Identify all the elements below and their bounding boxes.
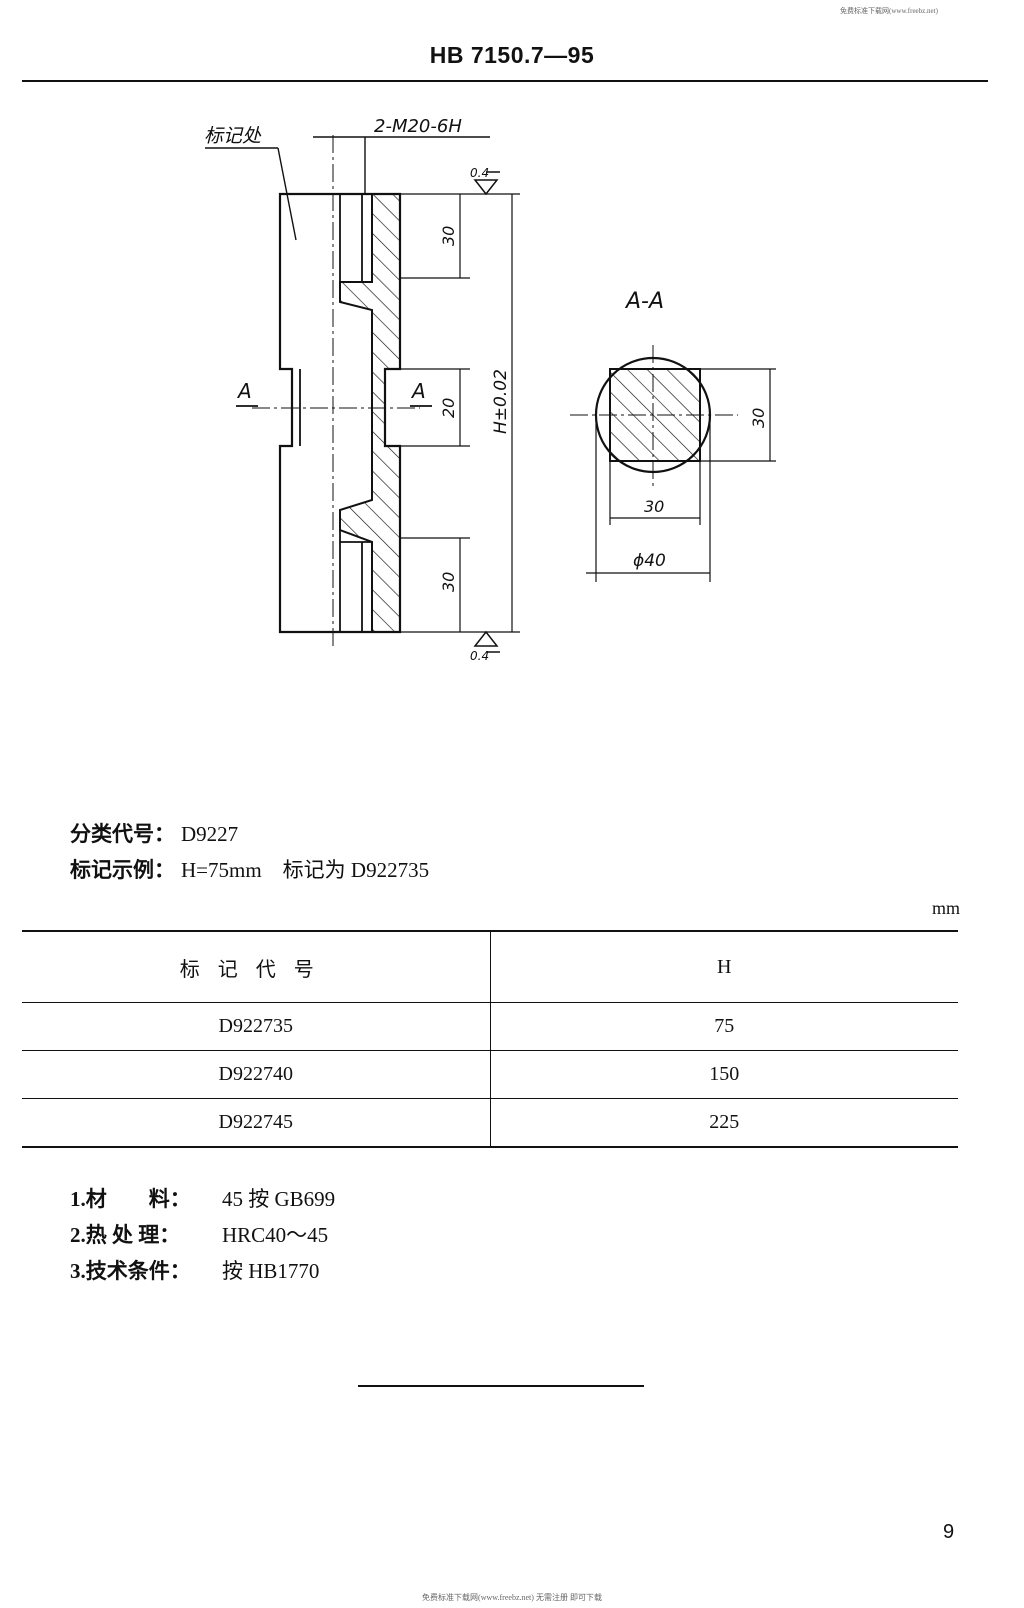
table-row: D922745 225: [22, 1098, 958, 1148]
thread-callout: 2-M20-6H: [374, 116, 462, 137]
section-dim-height: 30: [749, 408, 768, 428]
section-hatch: [339, 193, 401, 633]
marking-example-line: 标记示例：H=75mm 标记为 D922735: [70, 854, 429, 884]
dim-overall: H±0.02: [491, 369, 511, 434]
classification-label: 分类代号：: [70, 822, 175, 846]
mark-label: 标记处: [204, 125, 262, 147]
cell-code: D922740: [22, 1050, 491, 1099]
unit-label: mm: [931, 898, 960, 918]
cell-h: 75: [490, 1002, 958, 1051]
section-mark-left: A: [236, 379, 252, 403]
roughness-symbol-bottom: [473, 630, 500, 653]
technical-drawing: 标记处 2-M20-6H 0.4 0.4 30 20 30 H±0.02 A A: [204, 116, 776, 660]
threaded-bore-lines: [299, 194, 372, 632]
cell-code: D922735: [22, 1002, 491, 1051]
standard-number: HB 7150.7—95: [429, 42, 595, 68]
cell-h: 225: [490, 1098, 958, 1148]
note-value: 按 HB1770: [222, 1259, 320, 1283]
cell-h: 150: [490, 1050, 958, 1099]
table-row: D922740 150: [22, 1050, 958, 1099]
classification-line: 分类代号：D9227: [70, 818, 238, 848]
cell-code: D922745: [22, 1098, 491, 1148]
dim-neck: 20: [439, 398, 458, 418]
table-header-row: 标记代号 H: [22, 930, 958, 1003]
section-mark-right: A: [410, 379, 426, 403]
note-material: 1.材 料： 45 按 GB699: [70, 1183, 335, 1213]
watermark-top: 免费标准下载网(www.freebz.net): [840, 7, 938, 15]
end-rule: [358, 1385, 644, 1387]
note-value: HRC40～45: [222, 1223, 329, 1247]
note-heat-treatment: 2.热 处 理： HRC40～45: [70, 1219, 328, 1249]
header-rule: [22, 80, 988, 82]
centre-lines: [252, 135, 420, 648]
section-dimension-lines: [586, 368, 776, 582]
page-number: 9: [943, 1521, 955, 1543]
note-value: 45 按 GB699: [222, 1187, 336, 1211]
section-title: A-A: [624, 289, 664, 314]
roughness-symbol-top: [473, 171, 500, 196]
section-dim-width: 30: [644, 497, 664, 516]
section-square: [609, 368, 701, 462]
note-technical-conditions: 3.技术条件： 按 HB1770: [70, 1255, 319, 1285]
marking-example-value: H=75mm 标记为 D922735: [181, 858, 430, 882]
section-dim-diameter: ϕ40: [633, 551, 666, 571]
header-code: 标记代号: [22, 930, 491, 1003]
table-row: D922735 75: [22, 1002, 958, 1051]
roughness-bottom-value: 0.4: [470, 649, 489, 660]
note-label: 3.技术条件：: [70, 1259, 191, 1283]
header-h: H: [490, 930, 958, 1003]
roughness-top-value: 0.4: [470, 166, 489, 180]
marking-example-label: 标记示例：: [70, 858, 175, 882]
dim-bottom: 30: [439, 572, 458, 592]
mark-leader: [205, 147, 297, 241]
note-label: 1.材 料：: [70, 1187, 191, 1211]
dimension-lines: [459, 194, 513, 632]
thread-leader: [313, 136, 490, 194]
spec-table: 标记代号 H D922735 75 D922740 150 D922745 22…: [22, 930, 958, 1148]
note-label: 2.热 处 理：: [70, 1223, 181, 1247]
classification-value: D9227: [181, 822, 239, 846]
dim-top: 30: [439, 226, 458, 246]
watermark-bottom: 免费标准下载网(www.freebz.net) 无需注册 即可下载: [422, 1593, 602, 1602]
